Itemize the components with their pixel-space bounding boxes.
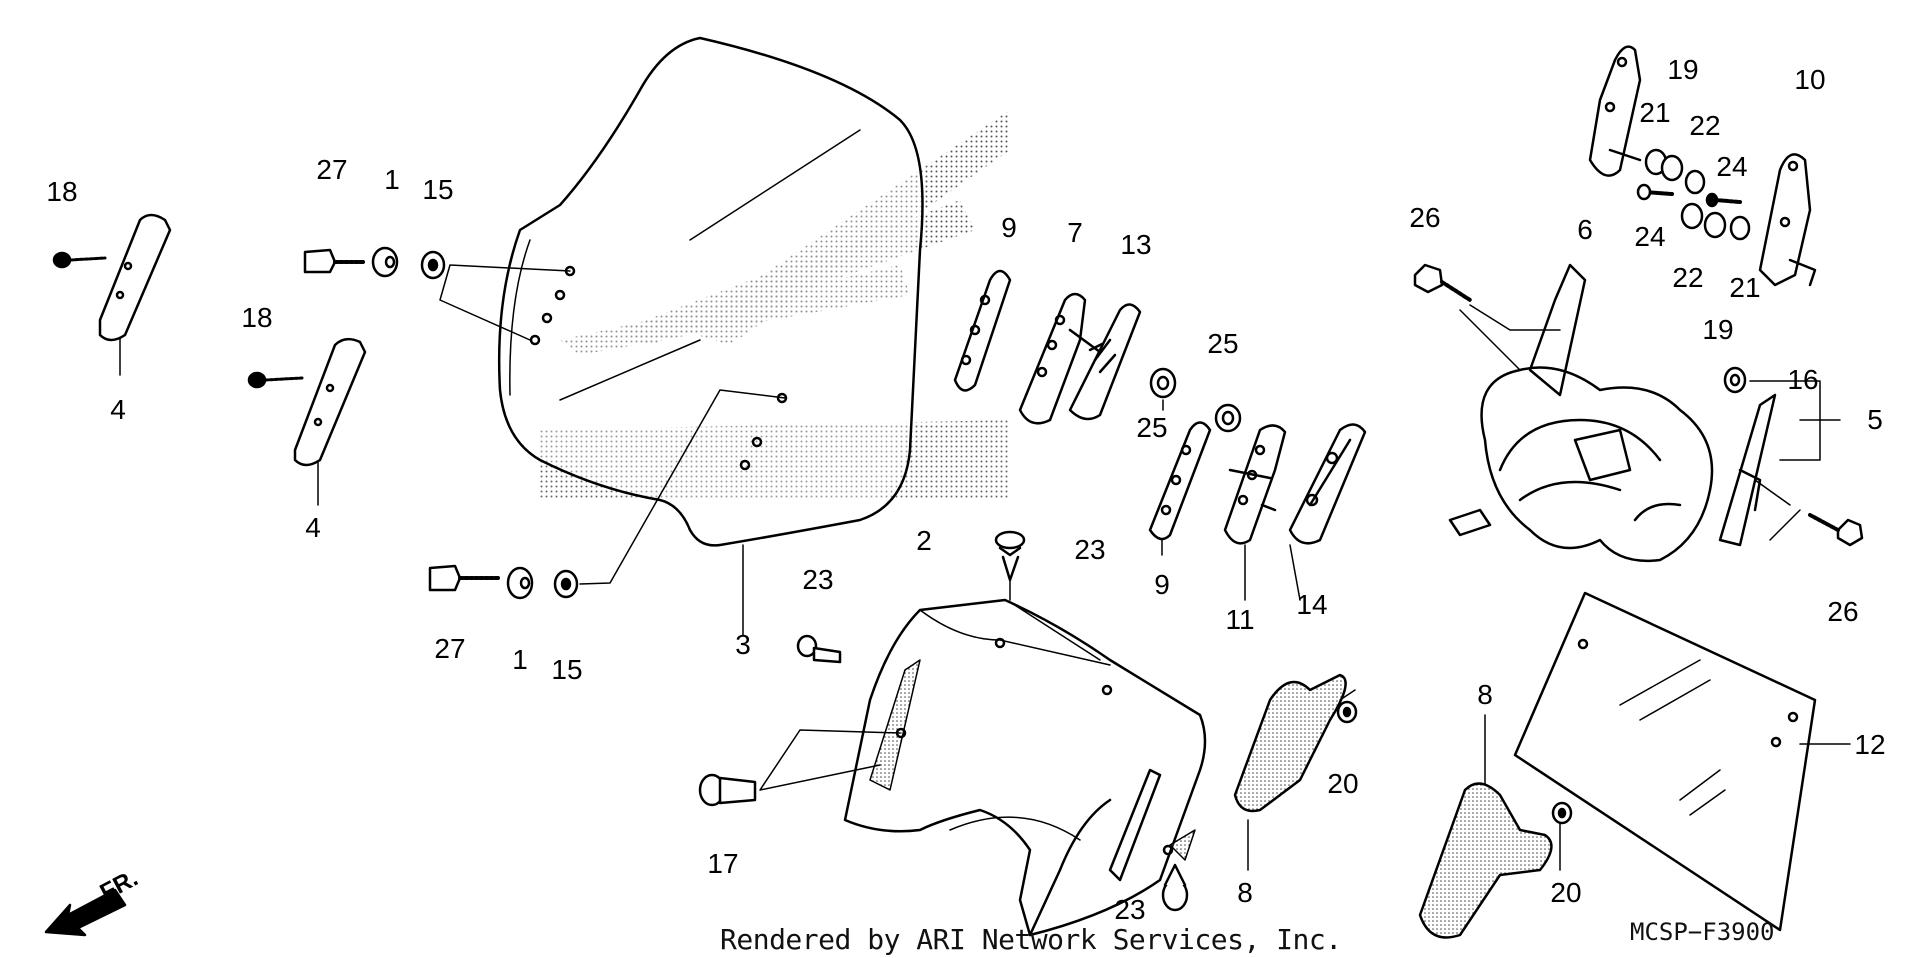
bracket-part-14 xyxy=(1288,423,1367,545)
callout-20-lower: 20 xyxy=(1550,877,1582,908)
callout-4-lower: 4 xyxy=(305,512,321,543)
bracket-part-9-upper xyxy=(953,269,1012,392)
leader-line-part-20-middle xyxy=(1339,689,1356,701)
clip-part-23-bottom xyxy=(1161,863,1189,912)
callout-11: 11 xyxy=(1225,604,1255,635)
callout-6: 6 xyxy=(1577,214,1593,245)
rubber-pad-part-4-lower xyxy=(293,337,367,467)
callout-8-middle: 8 xyxy=(1237,877,1253,908)
bracket-part-6 xyxy=(1588,45,1642,177)
render-credit: Rendered by ARI Network Services, Inc. xyxy=(720,923,1342,956)
leader-lines-upper-fasteners xyxy=(439,264,571,341)
callout-21-lower: 21 xyxy=(1729,272,1761,303)
callout-23-left: 23 xyxy=(802,564,834,595)
bracket-part-5 xyxy=(1718,393,1777,547)
callout-25-lower: 25 xyxy=(1207,328,1239,359)
callout-9-lower: 9 xyxy=(1154,569,1170,600)
collar-part-1-lower xyxy=(506,566,534,600)
callout-16: 16 xyxy=(1787,364,1819,395)
clip-part-23-top xyxy=(994,530,1026,582)
clip-part-23-left xyxy=(796,634,842,664)
front-direction-arrow-icon xyxy=(44,888,127,937)
bracket-part-13 xyxy=(1068,303,1142,421)
callout-12: 12 xyxy=(1854,729,1886,760)
trim-strip-part-8-lower xyxy=(1418,782,1553,939)
honda-wing-watermark xyxy=(540,110,1010,500)
callout-23-bottom: 23 xyxy=(1114,894,1146,925)
callout-15-upper: 15 xyxy=(422,174,454,205)
callout-14: 14 xyxy=(1296,589,1328,620)
leader-lines-part-26-lower xyxy=(1754,479,1801,541)
trim-strip-part-8-middle xyxy=(1233,673,1347,813)
callout-22-lower: 22 xyxy=(1672,262,1704,293)
grommet-part-25-upper xyxy=(1149,367,1177,399)
callout-13: 13 xyxy=(1120,229,1152,260)
callout-25-upper: 25 xyxy=(1136,412,1168,443)
washer-part-20-lower xyxy=(1551,801,1573,825)
washer-part-20-middle xyxy=(1336,700,1358,724)
motor-wiring-assembly xyxy=(1448,263,1714,562)
callout-18-lower: 18 xyxy=(241,302,273,333)
leader-lines-parts-8-20-lower xyxy=(1484,714,1561,871)
callout-3: 3 xyxy=(735,629,751,660)
callout-19-upper: 19 xyxy=(1667,54,1699,85)
leader-lines-clips xyxy=(759,579,1101,791)
callout-7: 7 xyxy=(1067,217,1083,248)
grommet-part-15-lower xyxy=(553,569,579,599)
callout-24-upper: 24 xyxy=(1716,151,1748,182)
bracket-part-10 xyxy=(1758,153,1817,287)
callout-1-lower: 1 xyxy=(512,644,528,675)
grommet-part-16 xyxy=(1723,366,1747,394)
callout-5: 5 xyxy=(1867,404,1883,435)
screw-part-18-lower xyxy=(247,371,304,389)
callout-19-lower: 19 xyxy=(1702,314,1734,345)
visor-panel-part-12 xyxy=(1513,591,1817,932)
bolt-part-26-lower xyxy=(1808,513,1864,547)
grommet-part-15-upper xyxy=(420,250,446,280)
bracket-part-9-lower xyxy=(1148,421,1212,541)
stay-part-7 xyxy=(1018,292,1112,425)
callout-21-upper: 21 xyxy=(1639,97,1671,128)
callout-18-upper: 18 xyxy=(46,176,78,207)
windscreen-part-3 xyxy=(497,36,924,547)
callout-8-lower: 8 xyxy=(1477,679,1493,710)
callout-15-lower: 15 xyxy=(551,654,583,685)
callout-4-upper: 4 xyxy=(110,394,126,425)
callout-27-lower: 27 xyxy=(434,633,466,664)
collar-part-1-upper xyxy=(371,246,399,278)
callout-1-upper: 1 xyxy=(384,164,400,195)
rivet-part-17 xyxy=(698,773,757,807)
leader-lines-part-26-upper xyxy=(1459,304,1561,371)
bolt-part-26-upper xyxy=(1413,263,1472,302)
rubber-pad-part-4-upper xyxy=(98,213,172,342)
leader-lines-lower-fasteners xyxy=(579,389,786,585)
bolt-part-27-lower xyxy=(428,564,500,592)
bolt-part-27-upper xyxy=(303,248,367,274)
diagram-code: MCSP−F3900 xyxy=(1630,918,1775,946)
callout-10: 10 xyxy=(1794,64,1826,95)
callout-23-top: 23 xyxy=(1074,534,1106,565)
callout-2: 2 xyxy=(916,525,932,556)
screw-part-18-upper xyxy=(52,251,107,269)
leader-lines-parts-5-16 xyxy=(1749,380,1841,461)
callout-26-lower: 26 xyxy=(1827,596,1859,627)
callout-26-upper: 26 xyxy=(1409,202,1441,233)
callout-17: 17 xyxy=(707,848,739,879)
stay-part-11 xyxy=(1223,424,1287,545)
leader-line-part-14 xyxy=(1289,544,1301,601)
fastener-stack-upper-right xyxy=(1636,148,1751,241)
callout-22-upper: 22 xyxy=(1689,110,1721,141)
callout-20-middle: 20 xyxy=(1327,768,1359,799)
callout-24-lower: 24 xyxy=(1634,221,1666,252)
callout-9-upper: 9 xyxy=(1001,212,1017,243)
inner-cover-part-2 xyxy=(843,598,1207,937)
grommet-part-25-lower xyxy=(1214,403,1242,433)
callout-27-upper: 27 xyxy=(316,154,348,185)
leader-lines-part-4 xyxy=(119,337,319,506)
